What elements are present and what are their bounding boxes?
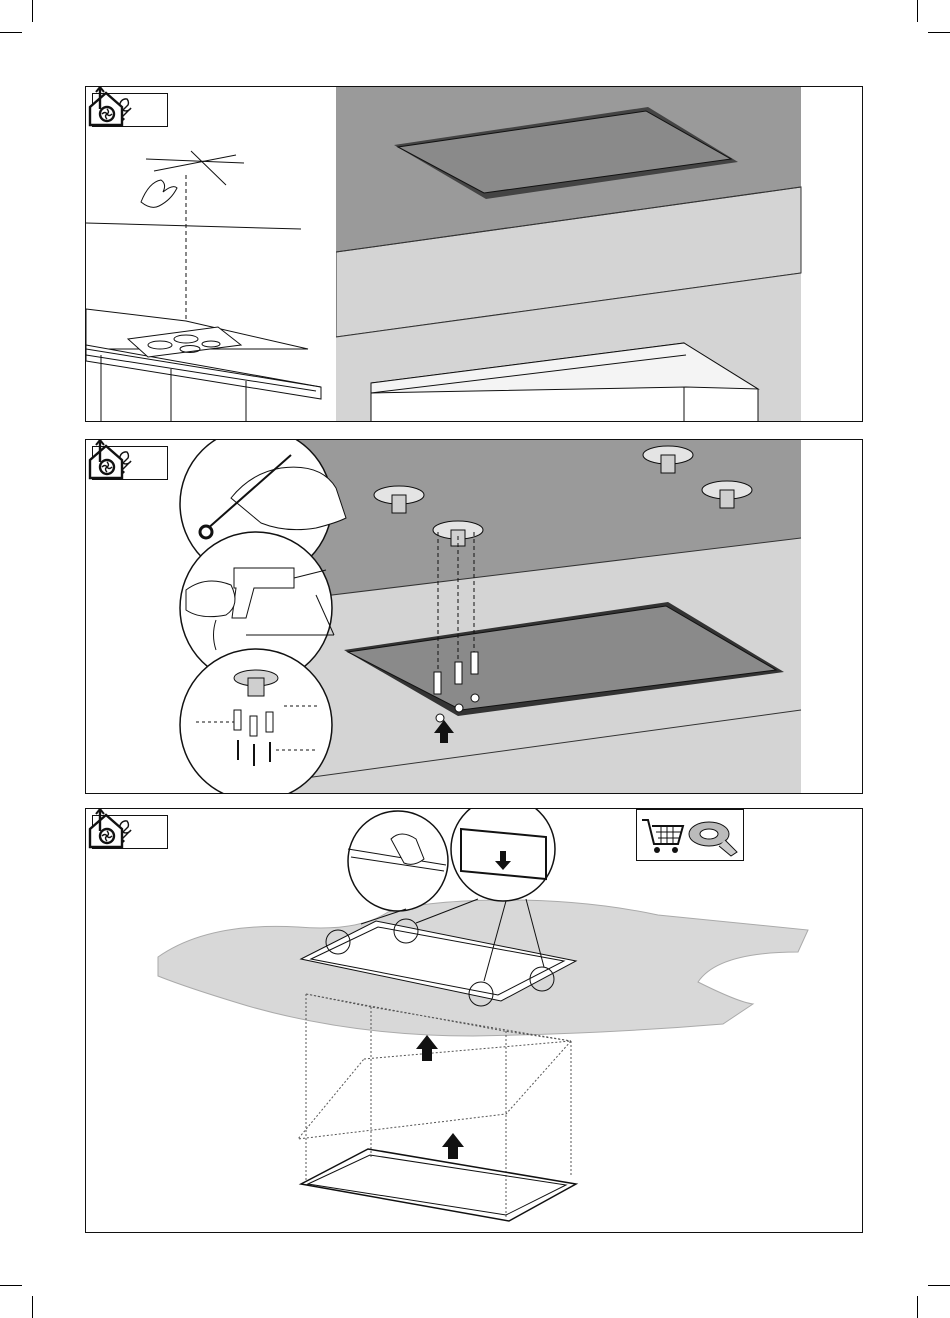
crop-mark <box>917 1296 918 1318</box>
measure-illustration <box>86 87 863 422</box>
step-panel-drill <box>85 439 863 794</box>
crop-mark <box>32 0 33 22</box>
house-fan-exhaust-icon <box>86 440 126 482</box>
crop-mark <box>928 32 950 33</box>
adhesive-tape-roll-icon <box>685 812 741 858</box>
drill-illustration <box>86 440 863 794</box>
crop-mark <box>928 1285 950 1286</box>
shopping-cart-icon <box>639 812 687 858</box>
purchase-separately-box <box>636 809 744 861</box>
up-arrow-icon <box>416 1035 438 1061</box>
step-panel-install-frame <box>85 808 863 1233</box>
crop-mark <box>32 1296 33 1318</box>
step-panel-measure <box>85 86 863 422</box>
crop-mark <box>917 0 918 22</box>
crop-mark <box>0 1285 22 1286</box>
up-arrow-icon <box>442 1133 464 1159</box>
crop-mark <box>0 32 22 33</box>
frame-install-illustration <box>86 809 863 1233</box>
house-fan-exhaust-icon <box>86 809 126 851</box>
house-fan-exhaust-icon <box>86 87 126 129</box>
